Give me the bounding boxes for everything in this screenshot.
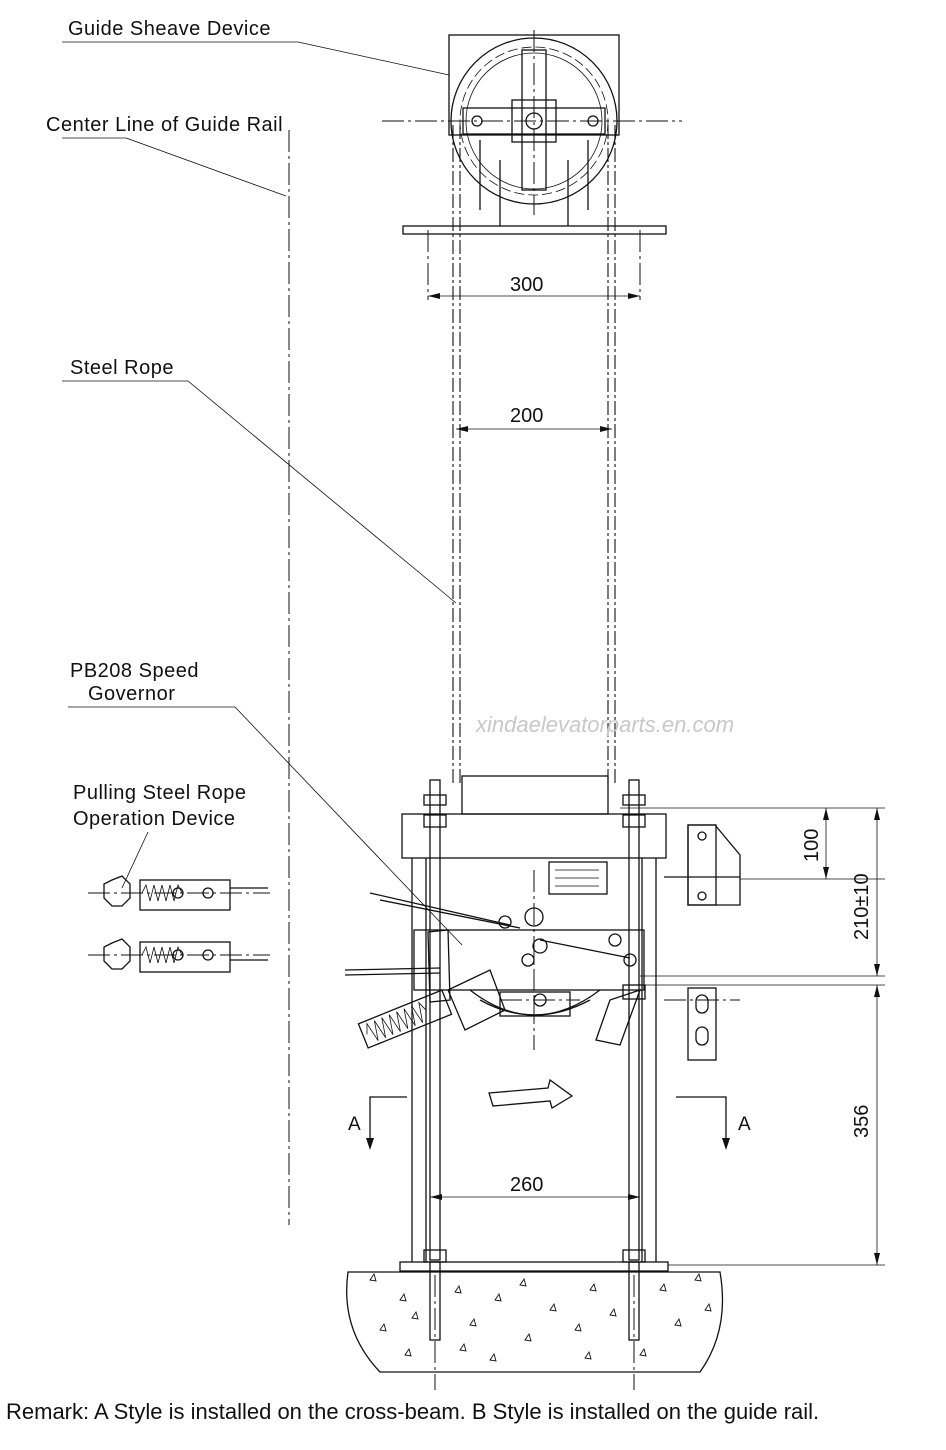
label-pulling-line1: Pulling Steel Rope (73, 782, 247, 804)
pulling-rope-device (88, 875, 270, 973)
dimension-356-value: 356 (851, 1105, 873, 1138)
speed-governor-assembly (344, 775, 669, 1272)
label-leaders (62, 41, 463, 946)
side-bracket (664, 824, 741, 1061)
label-pulling-line2: Operation Device (73, 808, 236, 830)
dimension-300-value: 300 (510, 274, 543, 296)
label-center-line: Center Line of Guide Rail (46, 114, 283, 136)
dimension-260-value: 260 (510, 1174, 543, 1196)
section-label-left: A (348, 1114, 361, 1135)
label-governor-line2: Governor (88, 683, 175, 705)
dimension-356: 356 (640, 984, 885, 1266)
guide-sheave-device (382, 30, 682, 235)
remark-text: Remark: A Style is installed on the cros… (6, 1399, 819, 1424)
steel-ropes (427, 125, 641, 785)
dimension-200: 200 (456, 405, 612, 432)
dimension-200-value: 200 (510, 405, 543, 427)
dimension-100: 100 (620, 807, 885, 880)
label-steel-rope: Steel Rope (70, 357, 174, 379)
section-mark-right: A (676, 1096, 751, 1150)
label-governor-line1: PB208 Speed (70, 660, 199, 682)
watermark: xindaelevatorparts.en.com (475, 712, 734, 737)
dimension-100-value: 100 (801, 829, 823, 862)
dimension-210-value: 210±10 (851, 873, 873, 940)
section-label-right: A (738, 1114, 751, 1135)
dimension-260: 260 (430, 1174, 640, 1200)
section-mark-left: A (348, 1096, 407, 1150)
label-guide-sheave-device: Guide Sheave Device (68, 18, 271, 40)
dimension-210: 210±10 (640, 808, 885, 977)
dimension-300: 300 (428, 274, 640, 299)
concrete-foundation (346, 1261, 724, 1390)
